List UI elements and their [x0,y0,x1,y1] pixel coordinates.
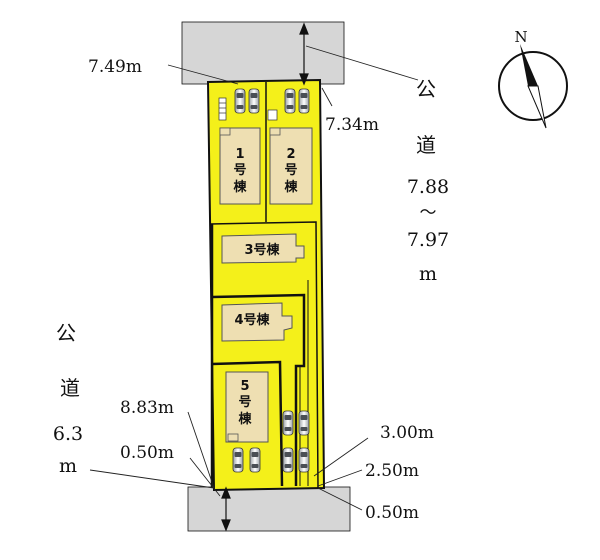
building-2: 2 号 棟 [269,127,313,205]
building-5-char-to: 棟 [238,411,252,427]
building-2-char-to: 棟 [284,179,298,195]
leader-lines [89,45,419,511]
road-ne-width-bottom: 7.97 [407,229,449,251]
building-5-number: 5 [240,379,249,394]
building-2-char-go: 号 [284,163,297,178]
car-icon [282,410,294,436]
building-1: 1 号 棟 [219,127,261,205]
road-ne-tilde: 〜 [420,203,437,223]
building-1-number: 1 [235,147,244,162]
road-sw-unit: m [59,455,77,477]
road-ne-char-dou: 道 [416,133,436,157]
dimension-7-49: 7.49m [88,57,142,77]
dimension-0-50-right: 0.50m [365,503,419,523]
building-4: 4号棟 [221,302,293,342]
building-1-char-to: 棟 [233,179,247,195]
road-south [187,486,351,532]
car-icon [234,88,246,114]
dimension-2-50: 2.50m [365,461,419,481]
road-ne-width-top: 7.88 [407,176,449,198]
dimension-7-34: 7.34m [325,115,379,135]
car-icon [232,447,244,473]
building-1-char-go: 号 [233,163,246,178]
building-5: 5 号 棟 [225,371,269,443]
car-icon [248,88,260,114]
car-icon [284,88,296,114]
dimension-0-50-left: 0.50m [120,443,174,463]
dimension-arrows [221,22,309,532]
building-4-label: 4号棟 [234,312,270,328]
car-icon [298,410,310,436]
car-icon [298,447,310,473]
building-2-number: 2 [286,147,295,162]
building-3-label: 3号棟 [244,242,280,258]
road-sw-char-kou: 公 [56,321,76,345]
car-icon [298,88,310,114]
dimension-3-00: 3.00m [380,423,434,443]
road-north [181,21,345,85]
building-5-char-go: 号 [238,395,251,410]
building-3: 3号棟 [221,233,305,264]
road-ne-unit: m [419,263,437,285]
road-sw-label: 公 道 6.3 m [53,321,83,477]
entrance-steps [218,97,278,121]
road-ne-label: 公 道 7.88 〜 7.97 m [407,77,449,285]
road-sw-width: 6.3 [53,423,83,445]
compass-north-label: N [514,28,527,46]
car-icon [249,447,261,473]
lot-boundaries [209,82,319,489]
road-ne-char-kou: 公 [416,77,436,101]
dimension-8-83: 8.83m [120,398,174,418]
compass-north-icon: N [498,28,568,129]
car-icon [282,447,294,473]
road-sw-char-dou: 道 [60,376,80,400]
